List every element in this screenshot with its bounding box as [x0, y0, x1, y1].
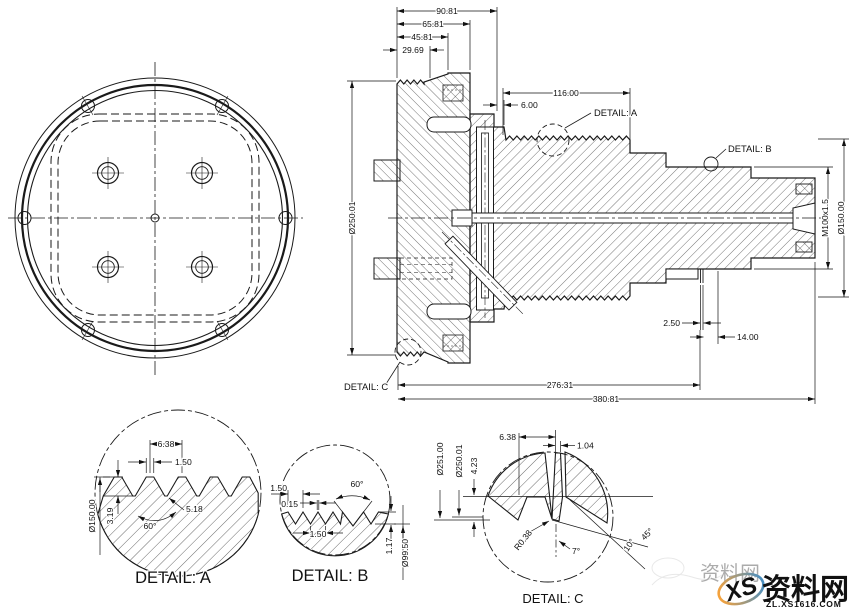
- detail-c-angle-45: 45°: [639, 526, 655, 542]
- detail-b-title: DETAIL: B: [292, 567, 369, 585]
- front-view: [8, 62, 303, 375]
- center-hub: [150, 213, 160, 223]
- screw-section-bottom: [442, 334, 464, 352]
- detail-a-label: DETAIL: A: [594, 107, 638, 118]
- section-dimensions: [347, 7, 849, 404]
- dim-text-m100: M100x1.5: [820, 199, 830, 237]
- dim-276-31: [397, 330, 701, 390]
- detail-b-pitch-top: 1.50: [270, 483, 287, 493]
- detail-b-depth: 1.17: [384, 537, 394, 554]
- detail-b-flat: 0.15: [281, 499, 298, 509]
- dim-text-14: 14.00: [737, 332, 759, 342]
- detail-b-diameter: Ø99.50: [400, 539, 410, 567]
- detail-a-balloon: [536, 112, 592, 157]
- bolt-hole: [92, 157, 124, 189]
- detail-a-dims: [94, 440, 185, 555]
- dim-150: [818, 138, 849, 298]
- dim-text-150: Ø150.00: [836, 201, 846, 234]
- detail-a-pitch: 6.38: [158, 439, 175, 449]
- detail-a-thread-profile: [97, 476, 259, 577]
- detail-c-tip-width: 1.04: [577, 441, 594, 451]
- detail-c-balloon: [385, 338, 422, 385]
- watermark-ghost: 资料网: [651, 557, 760, 586]
- section-dim-text: 90.81 65.81 45.81 29.69 116.00 6.00 Ø250…: [343, 5, 847, 405]
- angled-slot: [444, 235, 518, 311]
- watermark: 资料网 XS 资料网 ZL.XS1616.COM: [651, 557, 849, 609]
- bolt-hole: [186, 251, 218, 283]
- dim-text-6: 6.00: [521, 100, 538, 110]
- dim-text-4581: 45.81: [411, 32, 433, 42]
- detail-c-title: DETAIL: C: [522, 591, 583, 606]
- spindle-socket: [792, 202, 816, 235]
- detail-a-title: DETAIL: A: [135, 569, 211, 587]
- watermark-url: ZL.XS1616.COM: [766, 599, 842, 609]
- detail-c-height: 4.23: [469, 457, 479, 474]
- thread-relief-top: [795, 183, 813, 195]
- dim-14: [690, 271, 735, 344]
- dim-250-01: [347, 80, 396, 356]
- bolt-head-lower: [373, 257, 401, 280]
- detail-c-od2: Ø250.01: [454, 444, 464, 477]
- relief-collar: [665, 268, 699, 280]
- detail-b-balloon: [703, 148, 727, 172]
- detail-view-c: Ø251.00 Ø250.01 4.23 6.38 1.04 R0.38 7° …: [434, 430, 656, 607]
- detail-view-a: 6.38 1.50 3.19 Ø150.00 60° 5.18 DETAIL: …: [86, 409, 262, 588]
- bolt-hole: [92, 251, 124, 283]
- dim-116: [502, 88, 631, 150]
- bolt-head-upper: [373, 159, 401, 182]
- detail-b-angle: 60°: [351, 479, 364, 489]
- detail-a-diameter: Ø150.00: [87, 499, 97, 532]
- detail-b-dims: [271, 490, 410, 580]
- dim-text-2969: 29.69: [402, 45, 424, 55]
- detail-c-dims: [434, 430, 653, 570]
- detail-c-od1: Ø251.00: [435, 442, 445, 475]
- dim-text-25001: Ø250.01: [347, 201, 357, 234]
- detail-a-flank: 5.18: [186, 504, 203, 514]
- dim-text-27631: 276.31: [547, 380, 574, 390]
- bolt-hole: [186, 157, 218, 189]
- rim-clips: [17, 95, 293, 341]
- dim-2-50: [682, 285, 721, 330]
- detail-a-height: 3.19: [105, 507, 115, 524]
- detail-c-label: DETAIL: C: [344, 381, 388, 392]
- dim-380-81: [398, 262, 816, 404]
- detail-b-boundary: [279, 444, 391, 556]
- detail-view-b: 1.50 0.15 60° 1.50 1.17 Ø99.50 DETAIL: B: [269, 444, 411, 586]
- dim-m100: [754, 166, 833, 270]
- dim-text-116: 116.00: [553, 88, 579, 98]
- detail-c-angle-7: 7°: [572, 546, 580, 556]
- watermark-ghost-text: 资料网: [700, 562, 760, 585]
- flange-slot-bottom: [426, 303, 472, 320]
- dim-text-9081: 90.81: [436, 6, 458, 16]
- dim-text-38081: 380.81: [593, 394, 620, 404]
- detail-c-tooth: [551, 452, 564, 522]
- flange-slot-top: [426, 116, 472, 133]
- detail-b-label: DETAIL: B: [728, 143, 772, 154]
- watermark-site-name: 资料网: [762, 573, 849, 606]
- dim-text-6581: 65.81: [422, 19, 444, 29]
- detail-c-mass-right: [564, 451, 609, 524]
- detail-c-angle-10: 10°: [621, 537, 637, 553]
- detail-b-pitch-bottom: 1.50: [310, 529, 327, 539]
- detail-c-pitch: 6.38: [499, 432, 516, 442]
- hidden-bolt: [399, 257, 453, 280]
- screw-section-top: [442, 84, 464, 102]
- detail-b-thread-profile: [280, 510, 390, 557]
- detail-c-boundary: [482, 451, 614, 583]
- angled-centerline: [441, 231, 525, 316]
- detail-a-angle: 60°: [144, 521, 157, 531]
- section-view: [373, 72, 826, 385]
- detail-c-mass-left: [487, 452, 553, 521]
- thread-relief-bottom: [795, 241, 813, 253]
- dim-text-250: 2.50: [663, 318, 680, 328]
- detail-a-tip: 1.50: [175, 457, 192, 467]
